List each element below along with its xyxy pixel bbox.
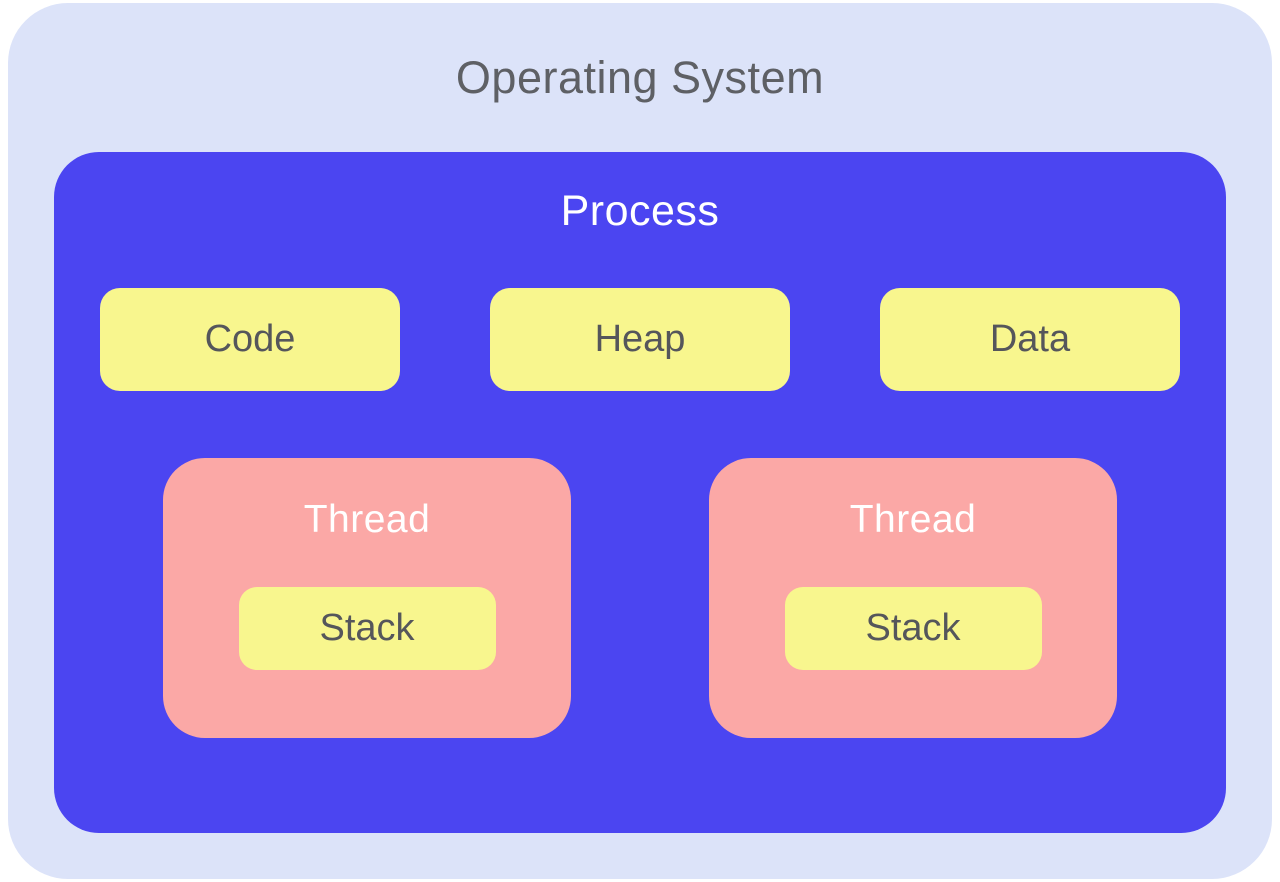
- thread-title: Thread: [849, 498, 977, 541]
- memory-segments-row: Code Heap Data: [54, 288, 1226, 391]
- code-segment-box: Code: [100, 288, 400, 391]
- process-title: Process: [560, 187, 720, 235]
- thread-title: Thread: [303, 498, 431, 541]
- thread-box-2: Thread Stack: [709, 458, 1117, 738]
- thread-box-1: Thread Stack: [163, 458, 571, 738]
- threads-row: Thread Stack Thread Stack: [54, 458, 1226, 738]
- operating-system-box: Operating System Process Code Heap Data …: [8, 3, 1272, 879]
- data-segment-box: Data: [880, 288, 1180, 391]
- heap-segment-box: Heap: [490, 288, 790, 391]
- operating-system-title: Operating System: [455, 52, 825, 103]
- process-box: Process Code Heap Data Thread Stack Thre…: [54, 152, 1226, 833]
- stack-box: Stack: [784, 587, 1042, 670]
- stack-box: Stack: [238, 587, 496, 670]
